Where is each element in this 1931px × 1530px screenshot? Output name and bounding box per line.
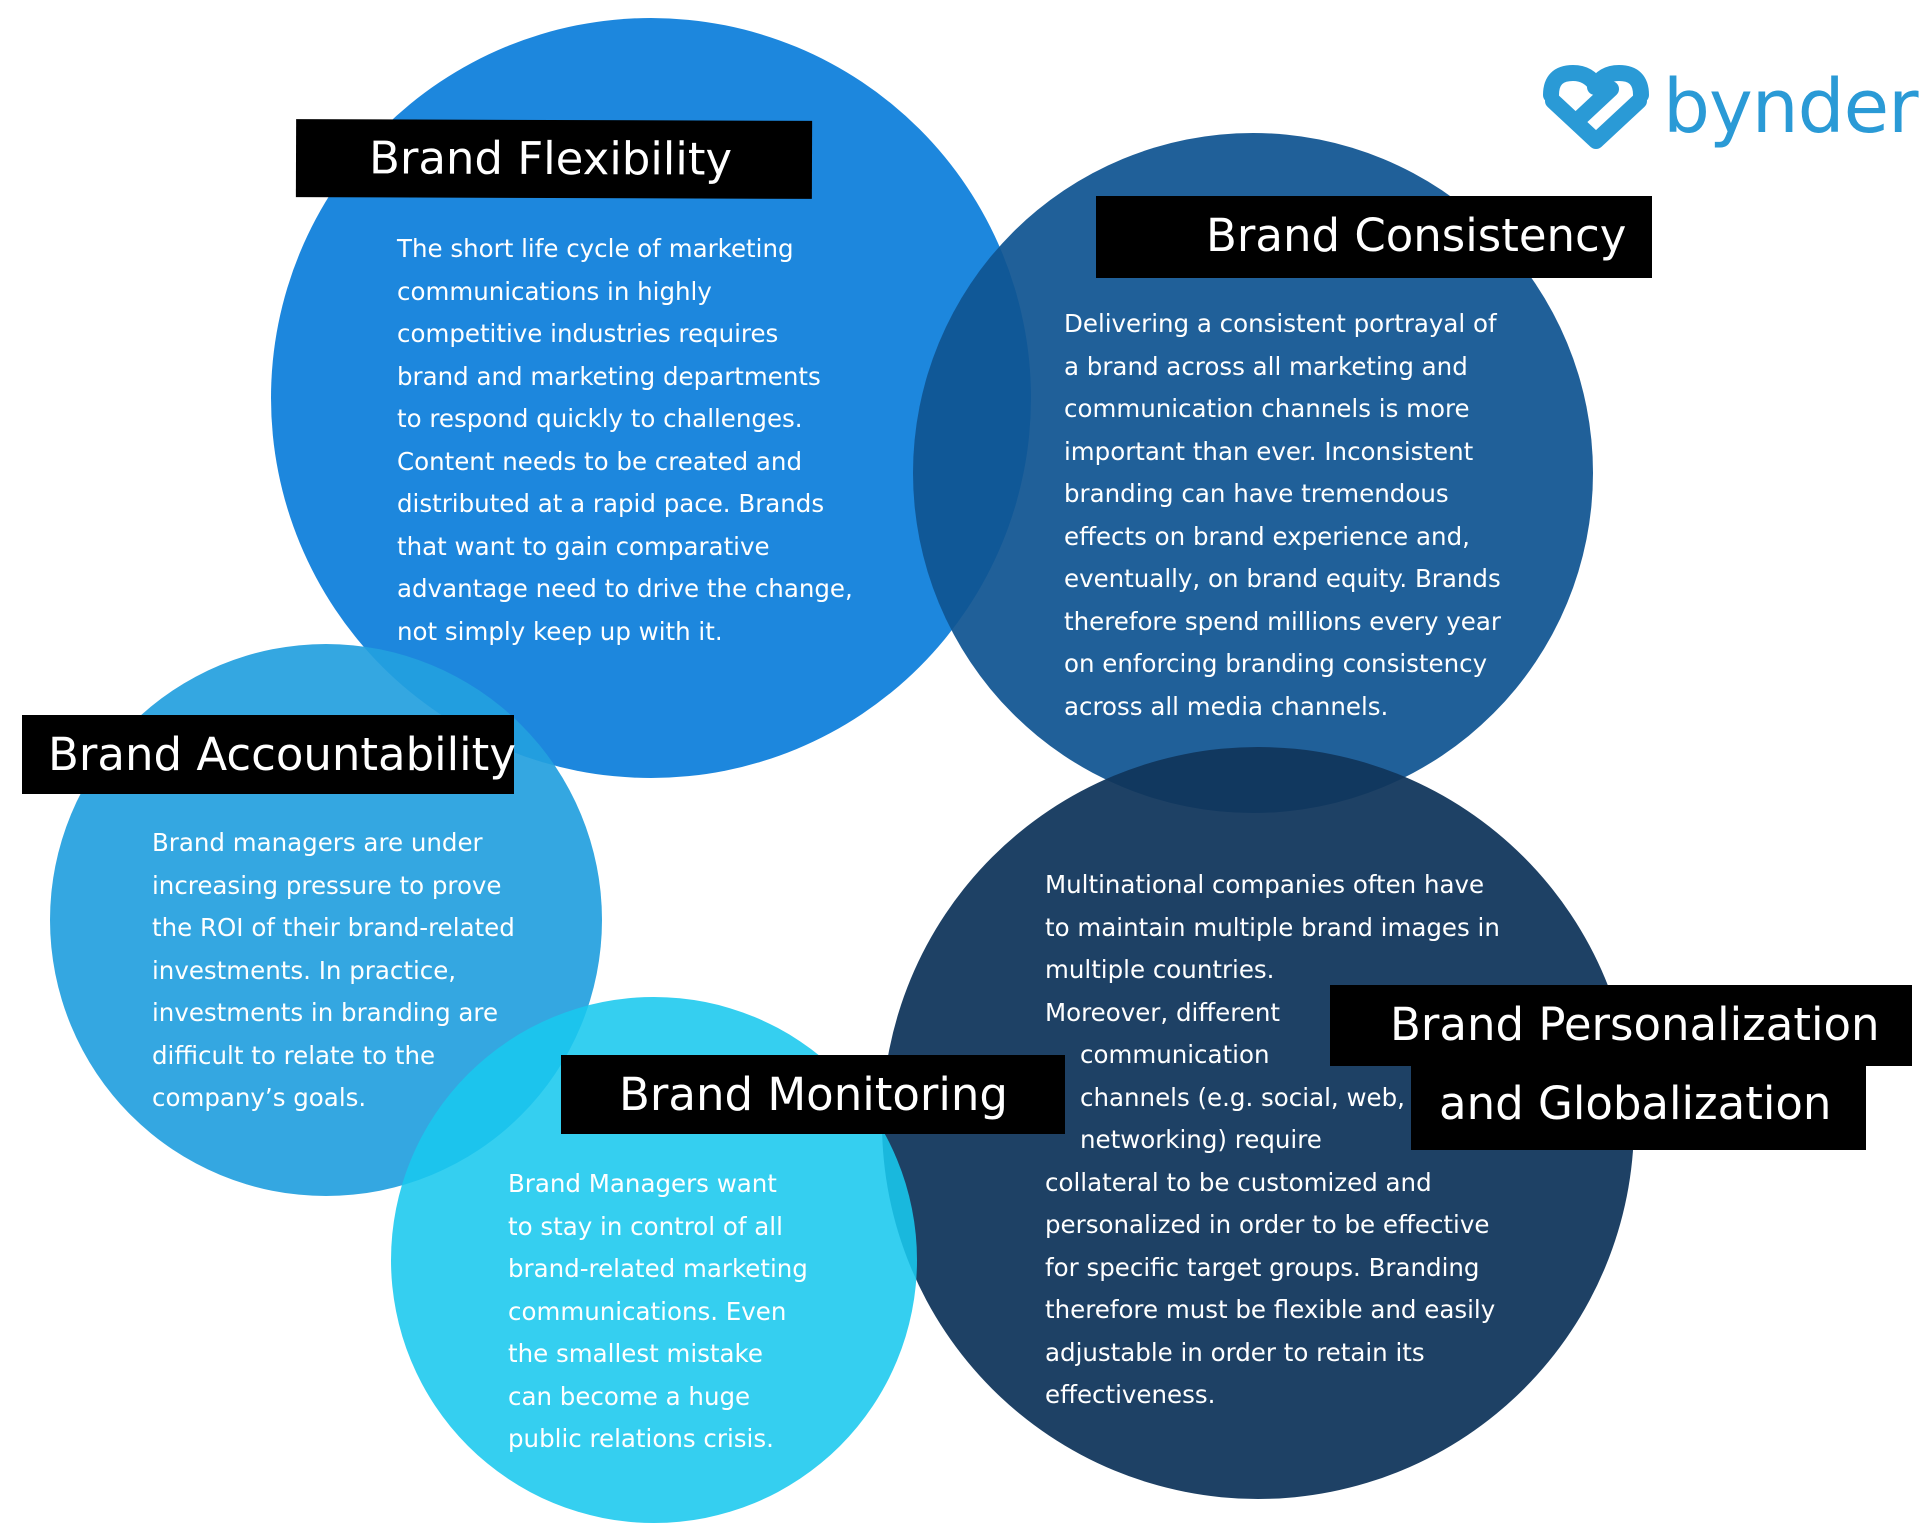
text-line: communications in highly	[397, 276, 712, 306]
text-line: networking) require	[1080, 1125, 1322, 1154]
text-line: eventually, on brand equity. Brands	[1064, 564, 1501, 593]
text-line: across all media channels.	[1064, 691, 1389, 721]
text-line: multiple countries.	[1045, 955, 1275, 984]
text-line: brand and marketing departments	[397, 361, 821, 391]
text-line: investments. In practice,	[152, 955, 457, 985]
text-line: to maintain multiple brand images in	[1045, 912, 1500, 942]
text-line: channels (e.g. social, web,	[1080, 1082, 1405, 1112]
text-line: therefore must be flexible and easily	[1045, 1295, 1496, 1324]
text-line: Brand managers are under	[152, 828, 483, 857]
text-line: to respond quickly to challenges.	[397, 404, 803, 433]
text-line: adjustable in order to retain its	[1045, 1337, 1425, 1367]
text-line: distributed at a rapid pace. Brands	[397, 489, 825, 518]
text-line: The short life cycle of marketing	[397, 234, 794, 263]
text-line: the ROI of their brand-related	[152, 913, 515, 942]
text-line: effectiveness.	[1045, 1380, 1216, 1409]
brand-personalization-title-line2: and Globalization	[1411, 1066, 1866, 1150]
text-line: Delivering a consistent portrayal of	[1064, 309, 1497, 338]
text-line: Content needs to be created and	[397, 446, 803, 476]
bynder-logo: bynder	[1541, 62, 1919, 152]
text-line: brand-related marketing	[508, 1254, 808, 1283]
text-line: therefore spend millions every year	[1064, 606, 1501, 636]
text-line: communications. Even	[508, 1296, 787, 1326]
text-line: difficult to relate to the	[152, 1040, 436, 1070]
logo-wordmark: bynder	[1663, 64, 1919, 150]
text-line: Multinational companies often have	[1045, 870, 1485, 899]
text-line: advantage need to drive the change,	[397, 574, 853, 603]
text-line: the smallest mistake	[508, 1339, 763, 1368]
text-line: branding can have tremendous	[1064, 479, 1449, 508]
text-line: for specific target groups. Branding	[1045, 1252, 1480, 1282]
brand-flexibility-title: Brand Flexibility	[295, 119, 813, 199]
text-line: on enforcing branding consistency	[1064, 649, 1488, 678]
brand-monitoring-title: Brand Monitoring	[561, 1055, 1065, 1134]
brand-personalization-title-line1: Brand Personalization	[1330, 985, 1912, 1066]
text-line: important than ever. Inconsistent	[1064, 436, 1474, 466]
text-line: increasing pressure to prove	[152, 870, 502, 900]
text-line: to stay in control of all	[508, 1211, 783, 1241]
text-line: can become a huge	[508, 1381, 751, 1411]
text-line: not simply keep up with it.	[397, 616, 723, 646]
text-line: that want to gain comparative	[397, 531, 770, 561]
brand-accountability-title: Brand Accountability	[22, 715, 516, 794]
brand-consistency-title: Brand Consistency	[1096, 196, 1652, 278]
text-line: collateral to be customized and	[1045, 1167, 1432, 1197]
brand-accountability-text: Brand managers are under increasing pres…	[152, 822, 515, 1120]
bynder-heart-link-icon	[1543, 65, 1649, 149]
text-line: competitive industries requires	[397, 319, 779, 348]
brand-flexibility-text: The short life cycle of marketing commun…	[397, 228, 853, 653]
text-line: communication channels is more	[1064, 394, 1470, 423]
brand-consistency-text: Delivering a consistent portrayal of a b…	[1064, 303, 1501, 728]
text-line: personalized in order to be effective	[1045, 1210, 1490, 1239]
brand-personalization-text: Multinational companies often have to ma…	[1045, 864, 1500, 1417]
text-line: company’s goals.	[152, 1083, 367, 1112]
text-line: Moreover, different	[1045, 997, 1280, 1027]
text-line: a brand across all marketing and	[1064, 351, 1468, 381]
text-line: effects on brand experience and,	[1064, 521, 1470, 551]
text-line: investments in branding are	[152, 998, 499, 1027]
brand-monitoring-text: Brand Managers want to stay in control o…	[508, 1163, 808, 1461]
text-line: Brand Managers want	[508, 1169, 777, 1198]
text-line: public relations crisis.	[508, 1424, 774, 1453]
text-line: communication	[1080, 1040, 1270, 1069]
